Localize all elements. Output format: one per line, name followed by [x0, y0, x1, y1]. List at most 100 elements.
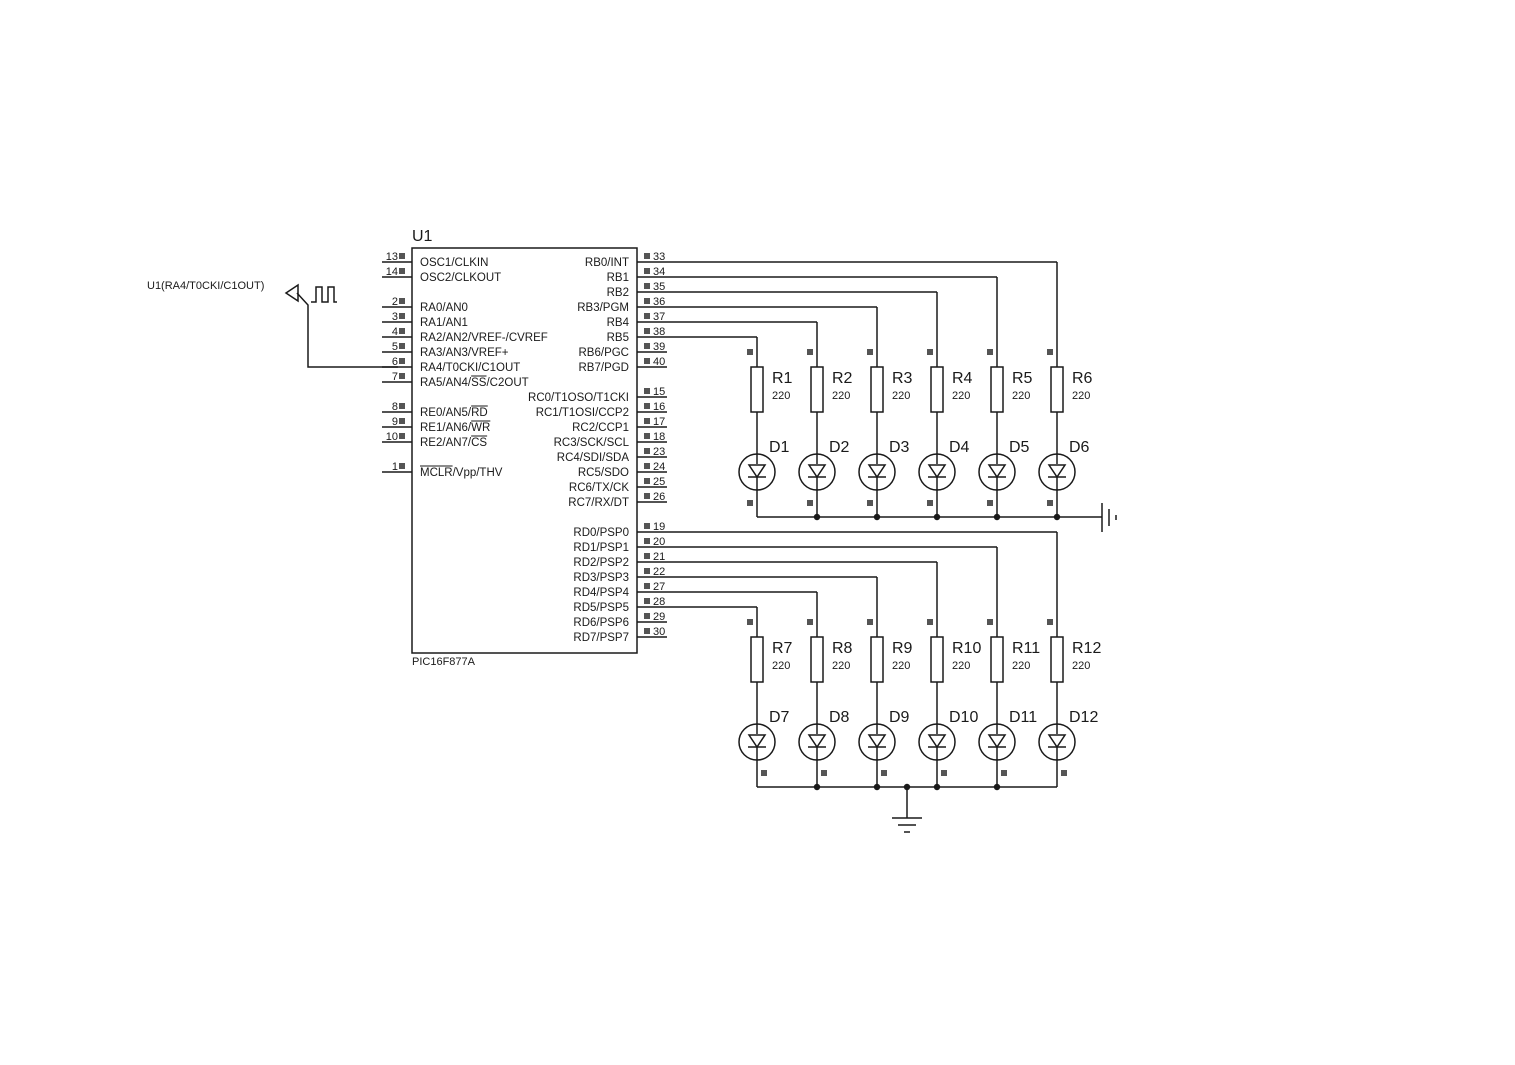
resistor-body: [750, 366, 764, 413]
diode-triangle-icon: [747, 734, 767, 749]
led-d7[interactable]: D7: [738, 709, 790, 787]
led-d12[interactable]: D12: [1038, 709, 1098, 787]
led-d1[interactable]: D1: [738, 439, 790, 517]
led-d4[interactable]: D4: [918, 439, 970, 517]
led-d5[interactable]: D5: [978, 439, 1030, 517]
pin-marker: [807, 500, 813, 506]
diode-triangle-icon: [987, 734, 1007, 749]
pin-marker: [987, 349, 993, 355]
diode-triangle-icon: [867, 734, 887, 749]
pin-marker: [644, 448, 650, 454]
pin-marker: [644, 583, 650, 589]
resistor-body: [930, 636, 944, 683]
resistor-body: [1050, 366, 1064, 413]
pin-marker: [761, 770, 767, 776]
diode-triangle-icon: [747, 464, 767, 479]
led-d6[interactable]: D6: [1038, 439, 1090, 517]
pin-label: OSC2/CLKOUT: [420, 272, 501, 284]
microcontroller-u1[interactable]: U1 PIC16F877A: [411, 228, 638, 668]
resistor-body: [810, 636, 824, 683]
resistor-value: 220: [772, 660, 790, 672]
led-d11[interactable]: D11: [978, 709, 1037, 787]
pin-label: RE0/AN5/RD: [420, 407, 488, 419]
pin-label: RB2: [607, 287, 629, 299]
ground-symbols: [892, 503, 1117, 833]
diode-triangle-icon: [1047, 734, 1067, 749]
diode-triangle-icon: [927, 734, 947, 749]
resistor-value: 220: [952, 390, 970, 402]
pin-marker: [399, 298, 405, 304]
pin-marker: [1001, 770, 1007, 776]
resistor-body: [870, 636, 884, 683]
pin-number: 13: [386, 251, 398, 263]
led-d8[interactable]: D8: [798, 709, 850, 787]
pin-marker: [644, 388, 650, 394]
pin-marker: [747, 619, 753, 625]
pin-number: 29: [653, 611, 665, 623]
pin-number: 40: [653, 356, 665, 368]
pin-marker: [1047, 500, 1053, 506]
pin-marker: [399, 343, 405, 349]
led-ref: D2: [829, 439, 850, 456]
led-d10[interactable]: D10: [918, 709, 978, 787]
chip-body[interactable]: [411, 247, 638, 654]
pin-marker: [644, 328, 650, 334]
led-d2[interactable]: D2: [798, 439, 850, 517]
led-d9[interactable]: D9: [858, 709, 910, 787]
resistor-ref: R9: [892, 640, 913, 657]
pulse-generator[interactable]: U1(RA4/T0CKI/C1OUT): [147, 280, 398, 368]
pin-marker: [941, 770, 947, 776]
resistor-value: 220: [952, 660, 970, 672]
led-d3[interactable]: D3: [858, 439, 910, 517]
pin-label: RC2/CCP1: [572, 422, 629, 434]
pin-marker: [644, 598, 650, 604]
